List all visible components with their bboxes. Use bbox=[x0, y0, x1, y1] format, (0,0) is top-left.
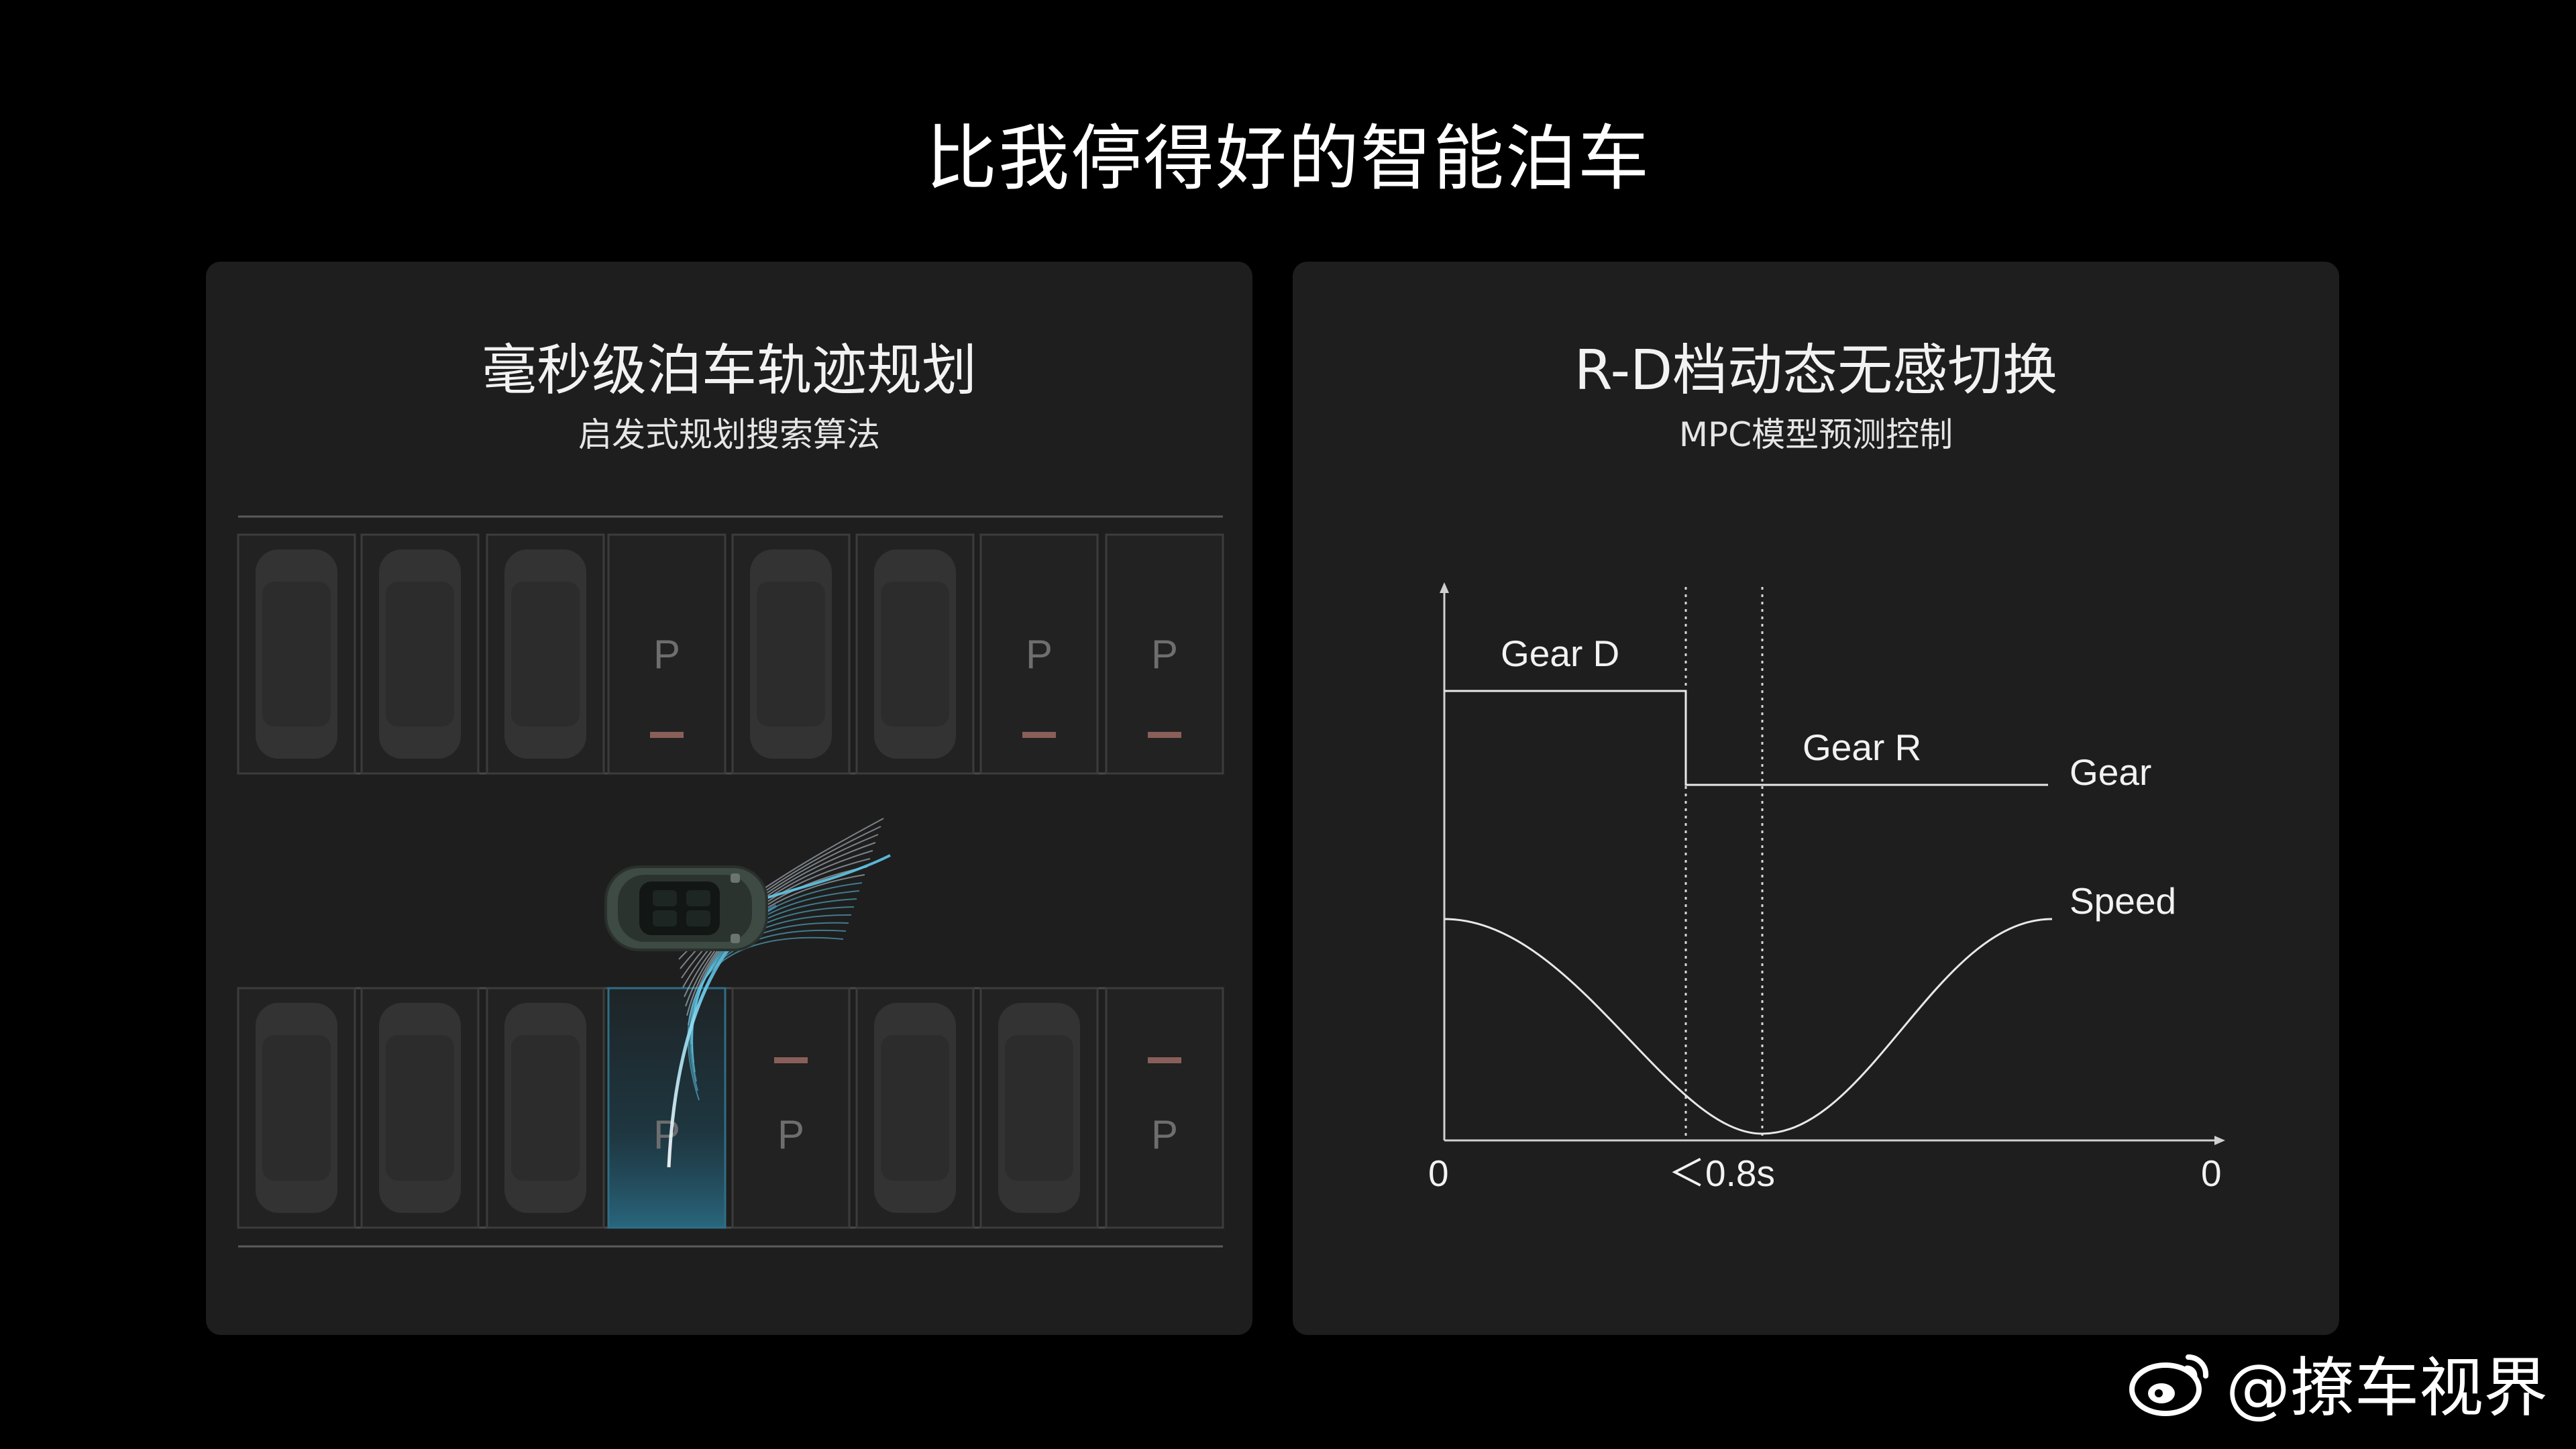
slot-marker-bar bbox=[1022, 732, 1056, 738]
parking-slot-free: P bbox=[607, 533, 727, 775]
slide-title: 比我停得好的智能泊车 bbox=[926, 117, 1650, 200]
candidate-trajectory bbox=[687, 936, 844, 1101]
parked-car-roof bbox=[386, 582, 454, 727]
parking-p-label: P bbox=[653, 632, 680, 677]
y-axis-arrow bbox=[1440, 582, 1449, 593]
x-end-label: 0 bbox=[2201, 1152, 2222, 1194]
gear-r-label: Gear R bbox=[1803, 727, 1921, 768]
parking-slot-car bbox=[237, 533, 356, 775]
parking-p-label: P bbox=[1151, 1112, 1178, 1157]
parking-panel-subtitle: 启发式规划搜索算法 bbox=[578, 415, 880, 454]
parked-car-roof bbox=[386, 1035, 454, 1181]
parking-p-label: P bbox=[777, 1112, 804, 1157]
x-axis-arrow bbox=[2214, 1136, 2225, 1145]
gear-shift-panel-title: R-D档动态无感切换 bbox=[1574, 339, 2058, 402]
parked-car-roof bbox=[881, 1035, 949, 1181]
parked-car-roof bbox=[881, 582, 949, 727]
parking-slot-car bbox=[486, 533, 605, 775]
gear-legend-label: Gear bbox=[2070, 751, 2151, 793]
gear-shift-panel-subtitle: MPC模型预测控制 bbox=[1678, 415, 1953, 454]
parked-car-roof bbox=[1005, 1035, 1073, 1181]
candidate-trajectory bbox=[691, 914, 852, 1073]
candidate-trajectory bbox=[690, 922, 849, 1082]
parking-slot-car bbox=[855, 533, 975, 775]
parking-slot-car bbox=[731, 533, 851, 775]
parking-slot-car bbox=[855, 987, 975, 1229]
slot-marker-bar bbox=[1148, 732, 1181, 738]
ego-car bbox=[604, 865, 768, 951]
x-mid-label: ＜0.8s bbox=[1668, 1152, 1775, 1194]
gear-speed-diagram: Gear D Gear R Gear Speed 0 ＜0.8s 0 bbox=[1428, 582, 2225, 1194]
parking-slot-car bbox=[979, 987, 1099, 1229]
parking-panel: 毫秒级泊车轨迹规划 启发式规划搜索算法 P P P P P P bbox=[206, 262, 1252, 1335]
slot-marker-bar bbox=[1148, 1057, 1181, 1063]
gear-shift-panel: R-D档动态无感切换 MPC模型预测控制 Gear D Gear R Gear … bbox=[1293, 262, 2339, 1335]
parked-car-roof bbox=[262, 582, 331, 727]
parking-slot-car bbox=[360, 987, 480, 1229]
parking-p-label: P bbox=[1151, 632, 1178, 677]
x-start-label: 0 bbox=[1428, 1152, 1449, 1194]
parking-panel-title: 毫秒级泊车轨迹规划 bbox=[481, 339, 977, 402]
parking-p-label: P bbox=[653, 1112, 680, 1157]
slot-marker-bar bbox=[650, 732, 684, 738]
parking-slot-free: P bbox=[979, 533, 1099, 775]
parked-car-roof bbox=[262, 1035, 331, 1181]
gear-line bbox=[1444, 690, 2048, 786]
slot-marker-bar bbox=[774, 1057, 808, 1063]
speed-curve bbox=[1444, 918, 2053, 1135]
parked-car-roof bbox=[757, 582, 825, 727]
parked-car-roof bbox=[511, 582, 580, 727]
parking-slot-car bbox=[360, 533, 480, 775]
parked-car-roof bbox=[511, 1035, 580, 1181]
watermark: @撩车视界 bbox=[2127, 1342, 2548, 1426]
parking-lot-diagram: P P P P P P bbox=[237, 515, 1224, 1248]
parking-p-label: P bbox=[1026, 632, 1053, 677]
parking-slot-car bbox=[237, 987, 356, 1229]
parking-slot-free: P bbox=[731, 987, 851, 1229]
parking-slot-free: P bbox=[1105, 987, 1224, 1229]
parking-slot-target: P bbox=[607, 987, 727, 1229]
watermark-text: @撩车视界 bbox=[2226, 1350, 2548, 1426]
weibo-icon bbox=[2129, 1354, 2209, 1416]
speed-legend-label: Speed bbox=[2070, 880, 2176, 922]
gear-d-label: Gear D bbox=[1501, 633, 1619, 674]
parking-slot-free: P bbox=[1105, 533, 1224, 775]
parking-slot-car bbox=[486, 987, 605, 1229]
